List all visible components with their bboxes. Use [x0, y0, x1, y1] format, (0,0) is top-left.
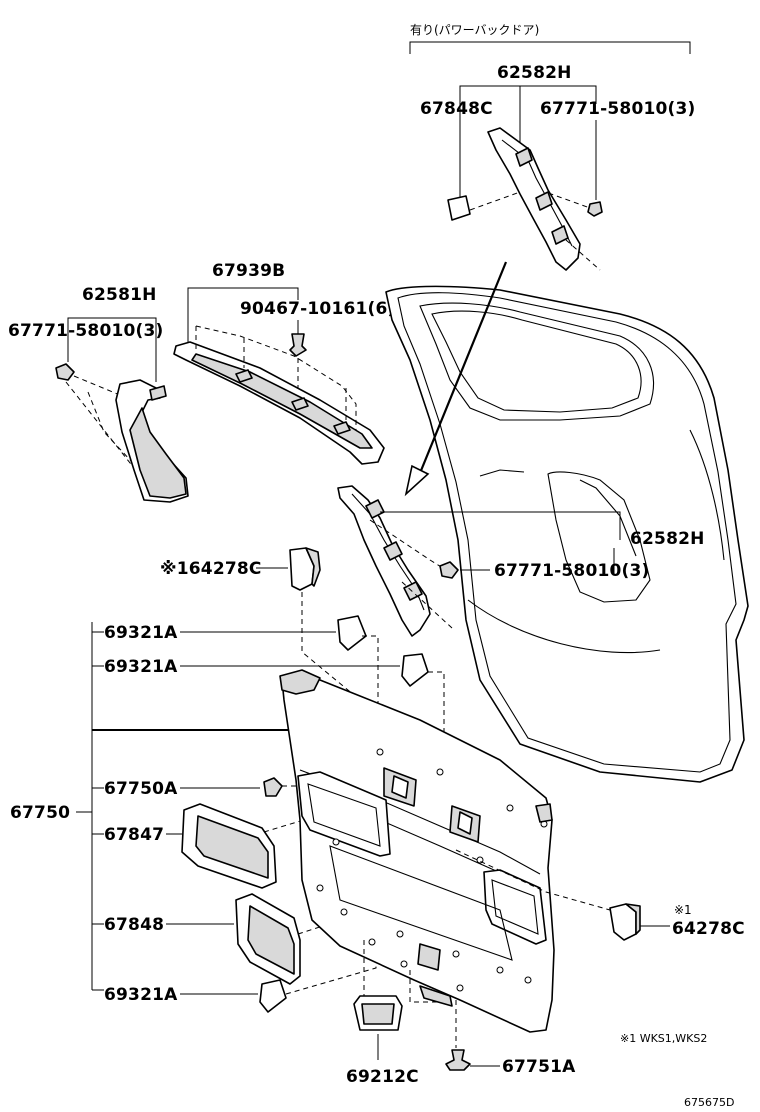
garnish-62581H-group: 62581H 67771-58010(3)	[8, 285, 189, 503]
door-trim-board	[279, 669, 611, 1048]
label-90467: 90467-10161(6)	[240, 299, 396, 319]
label-67847: 67847	[104, 825, 164, 845]
moulding-67939B-group: 67939B 90467-10161(6)	[173, 261, 396, 465]
label-62582H-top: 62582H	[497, 63, 572, 83]
label-69321A-1: 69321A	[104, 623, 178, 643]
label-67848C: 67848C	[420, 99, 493, 119]
trim-recess-left	[297, 771, 391, 857]
leader-62581H	[67, 317, 157, 382]
pocket-69212C-group: 69212C	[346, 995, 419, 1087]
clip-67751A-group: 67751A	[445, 1049, 576, 1077]
clip-67751A	[445, 1049, 471, 1071]
back-door-outline	[385, 285, 749, 783]
bracket-67750-group: 67750 69321A 69321A 67750A 67847 67848 6…	[10, 615, 470, 1013]
footnote: ※1 WKS1,WKS2	[620, 1032, 707, 1045]
power-back-door-bracket	[409, 41, 691, 54]
label-67939B: 67939B	[212, 261, 285, 281]
label-67771-mid: 67771-58010(3)	[494, 561, 650, 581]
cap-64278C-right-group: ※1 64278C	[609, 903, 745, 941]
label-67771-top: 67771-58010(3)	[540, 99, 696, 119]
label-67771-left: 67771-58010(3)	[8, 321, 164, 341]
power-back-door-group: 有り(パワーバックドア) 62582H 67848C 67771-58010(3…	[409, 23, 696, 271]
label-62582H-right: 62582H	[630, 529, 705, 549]
leader-62582H-mid	[380, 511, 621, 540]
clip-67750A	[263, 777, 283, 797]
garnish-62582H-mid-group: 62582H 67771-58010(3)	[337, 485, 705, 637]
label-67751A: 67751A	[502, 1057, 576, 1077]
clip-67771-left	[55, 363, 75, 381]
label-62581H: 62581H	[82, 285, 157, 305]
clip-67771-mid	[439, 561, 459, 579]
label-64278C-right: 64278C	[672, 919, 745, 939]
label-67750A: 67750A	[104, 779, 178, 799]
figure-code: 675675D	[684, 1096, 734, 1109]
back-window-opening	[419, 302, 654, 421]
label-64278C-left: ※164278C	[160, 559, 262, 579]
trim-pocket-3	[417, 943, 441, 971]
cap-64278C-left-group: ※164278C	[160, 547, 361, 790]
label-67750: 67750	[10, 803, 70, 823]
power-back-door-note: 有り(パワーバックドア)	[410, 23, 539, 37]
clip-69321A-2	[401, 653, 429, 687]
label-64278C-right-mark: ※1	[674, 903, 692, 917]
trim-recess-right	[483, 869, 547, 945]
label-69212C: 69212C	[346, 1067, 419, 1087]
direction-arrow	[404, 261, 508, 497]
trim-board-67750	[281, 673, 555, 1033]
clip-90467	[289, 333, 307, 357]
clip-69321A-3	[259, 979, 287, 1013]
cover-67848C	[447, 195, 471, 221]
clip-69321A-1	[337, 615, 367, 651]
clip-67771-top	[587, 201, 603, 217]
label-69321A-3: 69321A	[104, 985, 178, 1005]
label-67848: 67848	[104, 915, 164, 935]
label-69321A-2: 69321A	[104, 657, 178, 677]
leader-67939B	[187, 287, 299, 346]
garnish-62582H-mid	[337, 485, 431, 637]
